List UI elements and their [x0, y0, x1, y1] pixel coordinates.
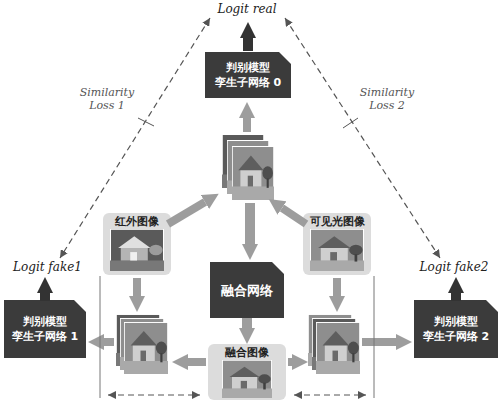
discriminator-box: 判别模型孪生子网络 0 — [205, 52, 291, 98]
node-text: 孪生子网络 2 — [423, 329, 489, 344]
node-text: 判别模型 — [23, 314, 67, 329]
logit-label: Logit fake1 — [0, 260, 95, 274]
flow-arrow — [242, 318, 252, 328]
loss-label: Similarity Loss 1 — [72, 86, 142, 112]
logit-arrow — [451, 293, 461, 301]
similarity-line — [60, 18, 210, 258]
flow-arrow — [104, 338, 114, 346]
logit-label: Logit fake2 — [404, 260, 504, 274]
logit-arrow — [243, 38, 253, 51]
image-thumbnail — [120, 318, 164, 370]
image-thumbnail — [116, 314, 160, 366]
node-text: 融合网络 — [221, 283, 273, 298]
loss-label: Similarity Loss 2 — [352, 86, 422, 112]
node-text: 孪生子网络 1 — [12, 329, 78, 344]
image-box: 可见光图像 — [303, 213, 371, 275]
logit-arrow — [40, 293, 50, 301]
flow-arrow — [333, 278, 341, 296]
dashed-arrow — [294, 395, 366, 396]
dashed-arrow — [108, 395, 200, 396]
image-thumbnail — [316, 322, 360, 374]
node-text: 判别模型 — [226, 60, 270, 75]
discriminator-box: 判别模型孪生子网络 2 — [414, 300, 498, 358]
image-thumbnail — [227, 140, 269, 194]
discriminator-box: 判别模型孪生子网络 1 — [4, 300, 86, 358]
flow-arrow — [362, 338, 396, 346]
node-text: 判别模型 — [434, 314, 478, 329]
logit-label: Logit real — [187, 2, 307, 16]
node-text: 融合图像 — [225, 346, 269, 359]
image-thumbnail — [308, 314, 352, 366]
node-text: 可见光图像 — [310, 215, 365, 228]
flow-arrow — [288, 358, 292, 366]
image-box: 红外图像 — [103, 213, 171, 275]
image-box: 融合图像 — [208, 344, 286, 400]
image-thumbnail — [232, 146, 274, 200]
flow-arrow — [245, 203, 255, 244]
flow-arrow — [243, 118, 251, 132]
flow-arrow — [188, 358, 206, 366]
network-box: 融合网络 — [210, 262, 284, 318]
flow-arrow — [133, 278, 141, 296]
node-text: 孪生子网络 0 — [215, 75, 281, 90]
node-text: 红外图像 — [115, 215, 159, 228]
image-thumbnail — [124, 322, 168, 374]
leader-tick — [138, 118, 154, 126]
image-thumbnail — [222, 134, 264, 188]
leader-tick — [343, 118, 358, 128]
flow-arrow — [168, 202, 205, 224]
image-thumbnail — [312, 318, 356, 370]
